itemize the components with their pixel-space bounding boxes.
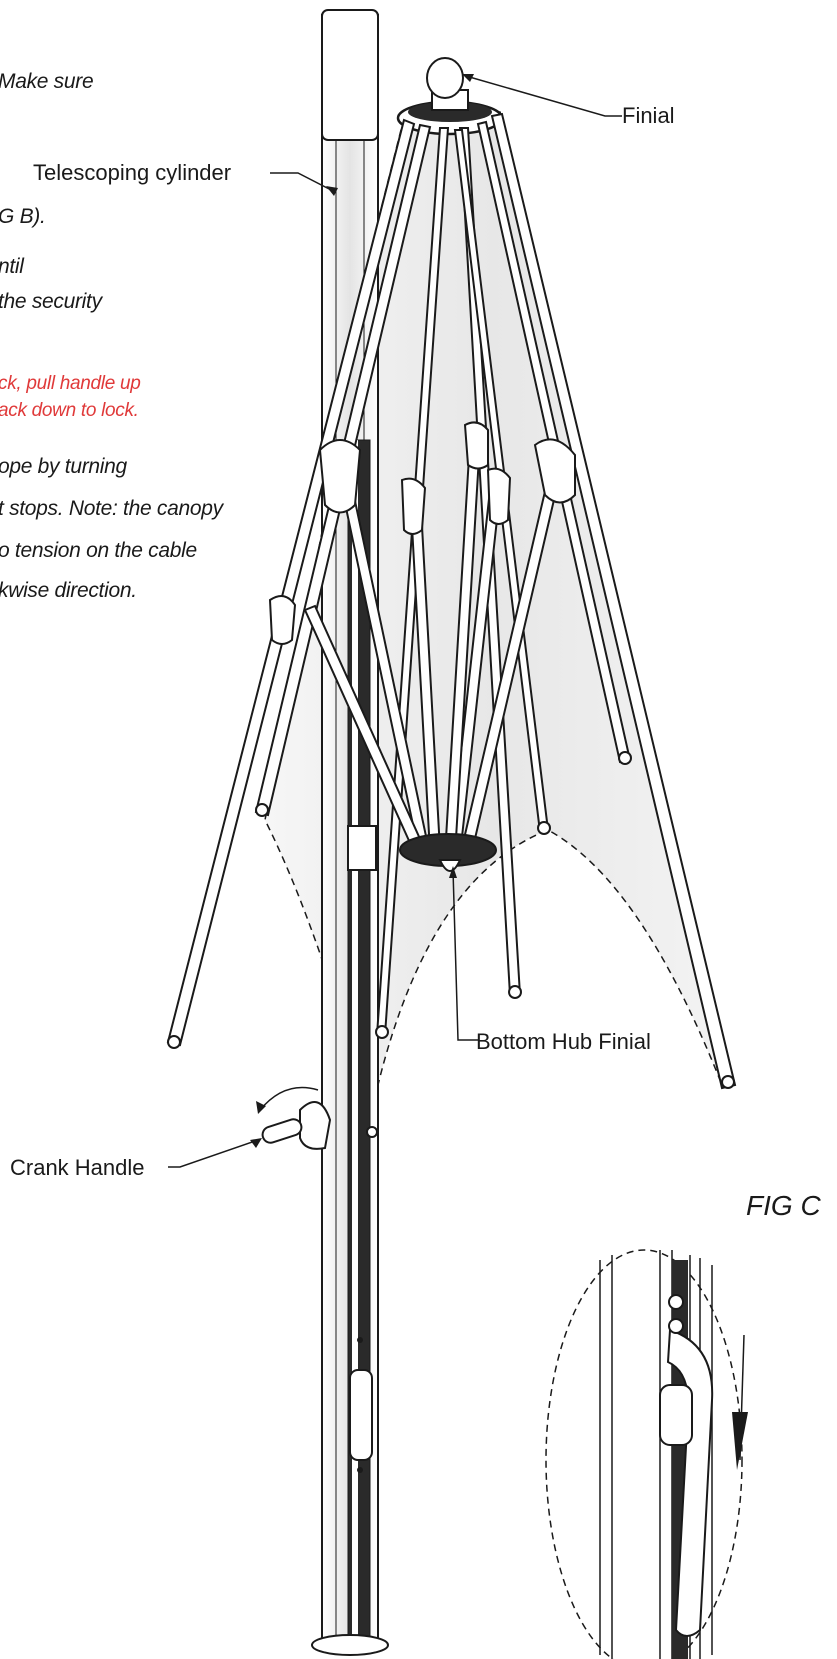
finial-label: Finial	[622, 103, 675, 128]
warning-line-1: ck, pull handle up	[0, 373, 141, 394]
crank-rotation-arrow	[259, 1086, 319, 1111]
bottom-hub-finial	[438, 859, 462, 872]
instruction-line-4: the security	[0, 290, 102, 313]
fig-c-label: FIG C	[746, 1190, 821, 1221]
crank-handle	[261, 1101, 332, 1150]
canopy-stretchers	[303, 439, 562, 862]
instruction-line-2: G B).	[0, 205, 46, 228]
finial-knob	[426, 57, 464, 99]
bottom-hub-finial-label: Bottom Hub Finial	[476, 1029, 651, 1054]
rib-joints	[268, 421, 576, 645]
warning-line-2: ack down to lock.	[0, 400, 139, 421]
fig-c-detail	[545, 1249, 748, 1659]
instruction-line-7: o tension on the cable	[0, 539, 197, 562]
telescoping-cylinder-label: Telescoping cylinder	[33, 160, 232, 185]
instruction-line-8: kwise direction.	[0, 579, 137, 602]
leader-lines	[168, 75, 622, 1168]
pole-base	[311, 1634, 389, 1656]
lock-handle	[666, 1328, 714, 1637]
instruction-line-1: Make sure	[0, 70, 94, 93]
rib-end-caps	[167, 751, 735, 1138]
instruction-line-5: ope by turning	[0, 455, 127, 478]
instruction-line-3: ntil	[0, 255, 24, 278]
crank-handle-label: Crank Handle	[10, 1155, 145, 1180]
instruction-line-6: t stops. Note: the canopy	[0, 497, 223, 520]
telescoping-cylinder	[321, 9, 379, 141]
